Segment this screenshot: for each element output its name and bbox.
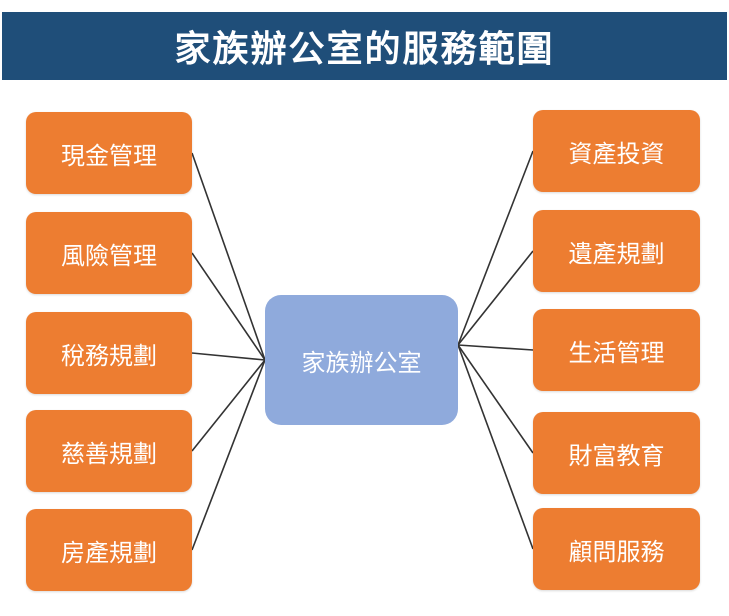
right-node-asset-investment: 資產投資 [533,110,700,192]
diagram-title: 家族辦公室的服務範圍 [174,29,555,70]
left-node-label: 房產規劃 [61,538,157,567]
right-node-advisory-services: 顧問服務 [533,508,700,590]
connector-left-4 [191,359,266,551]
right-node-label: 顧問服務 [568,537,665,566]
left-node-philanthropy-planning: 慈善規劃 [26,410,192,492]
connector-right-3 [457,344,534,454]
left-node-real-estate-planning: 房產規劃 [26,509,192,591]
connector-right-1 [457,250,534,346]
center-node: 家族辦公室 [265,295,458,425]
connector-right-0 [457,150,534,346]
left-node-label: 稅務規劃 [61,341,157,370]
right-node-label: 財富教育 [568,441,665,470]
right-node-lifestyle-management: 生活管理 [533,309,700,391]
left-node-cash-management: 現金管理 [26,112,192,194]
left-node-label: 現金管理 [61,141,157,170]
connector-right-2 [457,344,534,351]
title-bar: 家族辦公室的服務範圍 [2,12,727,80]
right-node-label: 資產投資 [568,139,665,168]
left-node-tax-planning: 稅務規劃 [26,312,192,394]
center-node-label: 家族辦公室 [301,348,422,377]
left-node-risk-management: 風險管理 [26,212,192,294]
connector-left-1 [191,252,266,361]
right-node-label: 生活管理 [568,338,665,367]
left-node-label: 慈善規劃 [61,439,157,468]
left-node-label: 風險管理 [61,241,157,270]
connector-right-4 [457,344,534,550]
connector-left-0 [191,152,266,361]
connector-left-3 [191,359,266,452]
right-node-estate-planning: 遺產規劃 [533,210,700,292]
connector-left-2 [191,352,266,361]
right-node-label: 遺產規劃 [568,239,665,268]
right-node-wealth-education: 財富教育 [533,412,700,494]
